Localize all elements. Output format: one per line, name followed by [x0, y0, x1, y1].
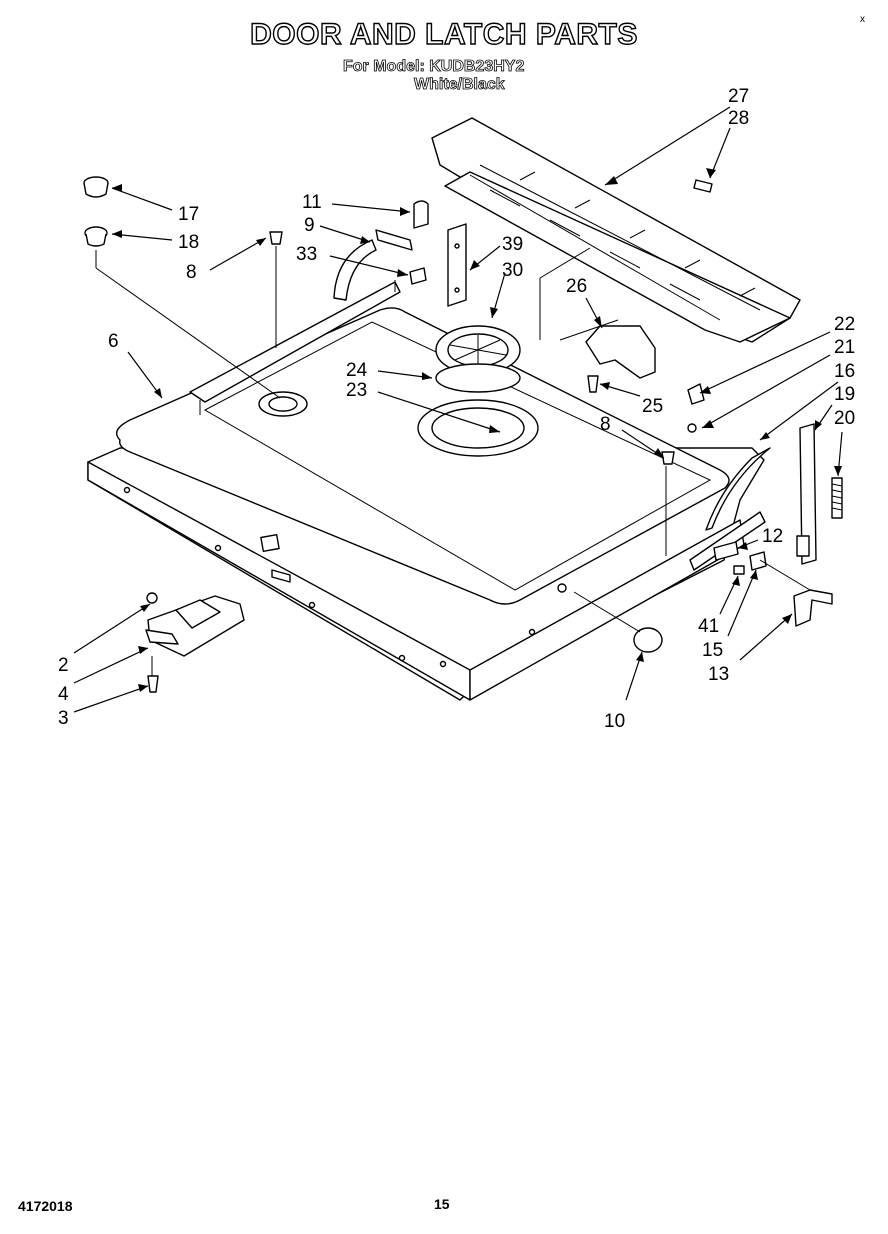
bar-12	[713, 541, 739, 561]
callout-26: 26	[566, 276, 587, 297]
document-number: 4172018	[18, 1198, 73, 1214]
callout-27: 27	[728, 86, 749, 107]
hinge-bracket	[145, 592, 245, 693]
button-10	[633, 627, 663, 653]
callout-19: 19	[834, 384, 855, 405]
latch-bar-19	[799, 423, 817, 565]
callout-30: 30	[502, 260, 523, 281]
callout-4: 4	[58, 684, 69, 705]
leader-lines	[73, 106, 843, 713]
callout-8b: 8	[600, 414, 611, 435]
screw-25	[587, 375, 599, 393]
bracket-39	[447, 223, 467, 307]
bracket-9	[375, 229, 413, 251]
callout-6: 6	[108, 331, 119, 352]
screw-8a	[269, 231, 283, 245]
rinse-cap-17	[83, 176, 109, 198]
callout-20: 20	[834, 408, 855, 429]
vent-assembly	[431, 117, 801, 343]
screw-28	[693, 179, 713, 193]
callout-33: 33	[296, 244, 317, 265]
screw-8b	[661, 451, 675, 465]
callout-21: 21	[834, 337, 855, 358]
callout-13: 13	[708, 664, 729, 685]
callout-12: 12	[762, 526, 783, 547]
seal-18	[84, 226, 108, 247]
callout-25: 25	[642, 396, 663, 417]
callout-16: 16	[834, 361, 855, 382]
pin-21	[687, 423, 697, 433]
screw-15	[749, 551, 767, 571]
color-line: White/Black	[414, 76, 505, 94]
screw-33	[409, 267, 427, 285]
model-line: For Model: KUDB23HY2	[343, 58, 525, 76]
callout-2: 2	[58, 655, 69, 676]
callout-41: 41	[698, 616, 719, 637]
callout-8a: 8	[186, 262, 197, 283]
page-number: 15	[434, 1196, 450, 1212]
callout-numbers: 27 28 17 18 11 9 39 33 30 8 26 6 22 21 2…	[58, 86, 855, 732]
callout-11: 11	[302, 192, 322, 213]
callout-39: 39	[502, 234, 523, 255]
callout-10: 10	[604, 711, 625, 732]
corner-mark: x	[860, 14, 865, 25]
callout-15: 15	[702, 640, 723, 661]
clip-22	[687, 383, 705, 405]
arrowheads	[112, 168, 842, 692]
callout-18: 18	[178, 232, 199, 253]
callout-28: 28	[728, 108, 749, 129]
callout-9: 9	[304, 215, 315, 236]
callout-23: 23	[346, 380, 367, 401]
clip-11	[413, 200, 429, 229]
page-title: DOOR AND LATCH PARTS	[249, 17, 638, 51]
callout-22: 22	[834, 314, 855, 335]
latch-26	[585, 325, 656, 379]
callout-17: 17	[178, 204, 199, 225]
strike-13	[793, 589, 833, 627]
block-41	[733, 565, 745, 575]
callout-3: 3	[58, 708, 69, 729]
callout-24: 24	[346, 360, 368, 381]
